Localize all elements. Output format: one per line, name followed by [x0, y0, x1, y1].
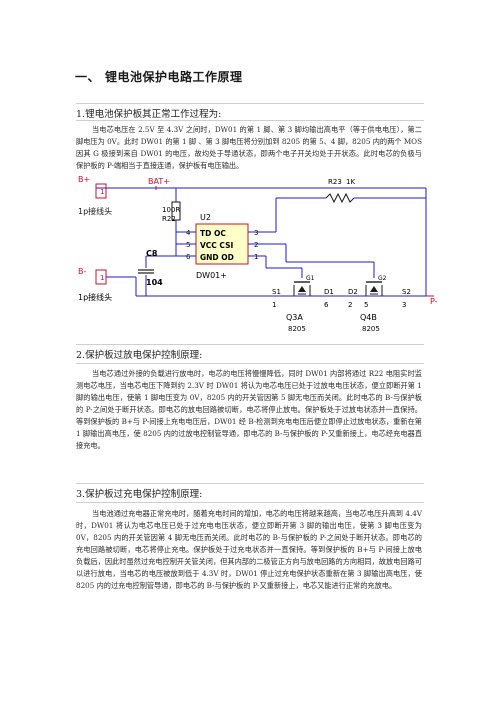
r22-name: R22	[162, 215, 176, 223]
r23-resistor	[325, 192, 355, 204]
r23-value: 1K	[346, 178, 355, 186]
b-plus-connector	[95, 183, 107, 199]
r22-value: 100R	[162, 206, 180, 214]
p-minus-label: P-	[430, 297, 438, 306]
s2-label: S2	[402, 288, 411, 296]
section3-title-box	[76, 483, 424, 503]
b-minus-pin: 1	[100, 274, 104, 282]
bat-plus-label: BAT+	[148, 177, 170, 186]
section1-title-rule	[76, 120, 424, 121]
ic-row1: TD OC	[200, 229, 226, 238]
g1-label: G1	[306, 275, 315, 282]
b-plus-pin: 1	[100, 188, 104, 196]
ic-pin2: 2	[254, 241, 258, 249]
q3a-label: Q3A	[286, 313, 303, 322]
ic-pin5: 5	[186, 241, 190, 249]
section2-title: 2.保护板过放电保护控制原理:	[76, 350, 203, 361]
node-2: 2	[348, 301, 352, 309]
b-minus-label: B-	[78, 267, 86, 276]
r23-name: R23	[328, 178, 342, 186]
ic-row3: GND OD	[200, 253, 234, 262]
q4b-part: 8205	[362, 325, 380, 333]
q3a-mosfet	[293, 281, 311, 296]
ic-part: DW01+	[196, 271, 227, 280]
section1-rule	[76, 103, 424, 104]
ic-pin3: 3	[254, 229, 258, 237]
node-3: 3	[402, 301, 406, 309]
ic-row2: VCC CSI	[200, 241, 233, 250]
q4b-label: Q4B	[360, 313, 377, 322]
section-heading: 一、锂电池保护电路工作原理	[75, 68, 243, 85]
section2-body: 当电芯通过外接的负载进行放电时，电芯的电压将慢慢降低，同时 DW01 内部将通过…	[76, 369, 422, 450]
d2-label: D2	[348, 288, 358, 296]
b-plus-label: B+	[78, 175, 90, 184]
b-minus-connector-name: 1p接线头	[78, 292, 112, 302]
section3-body: 当电池通过充电器正常充电时，随着充电时间的增加，电芯的电压将越来越高，当电芯电压…	[76, 509, 422, 590]
g2-label: G2	[378, 275, 387, 282]
heading-title: 锂电池保护电路工作原理	[105, 70, 243, 84]
c8-value: 104	[146, 278, 163, 287]
node-1: 1	[272, 301, 276, 309]
section2-title-box	[76, 344, 424, 364]
s1-label: S1	[272, 288, 281, 296]
q3a-part: 8205	[288, 325, 306, 333]
u2-label: U2	[200, 213, 211, 222]
ic-pin6: 6	[186, 253, 191, 261]
c8-name: C8	[146, 249, 158, 258]
ic-pin1: 1	[254, 253, 258, 261]
node-6: 6	[324, 301, 329, 309]
b-plus-connector-name: 1p接线头	[78, 206, 112, 216]
section3-title: 3.保护板过充电保护控制原理:	[76, 489, 203, 500]
d1-label: D1	[324, 288, 334, 296]
protection-circuit-schematic: BAT+ B+ 1 1p接线头 100R R22 U2 TD OC VCC CS…	[76, 170, 446, 345]
q4b-mosfet	[365, 281, 383, 296]
ic-pin4: 4	[186, 229, 191, 237]
node-5: 5	[364, 301, 368, 309]
section1-body: 当电芯电压在 2.5V 至 4.3V 之间时，DW01 的第 1 脚、第 3 脚…	[76, 125, 422, 170]
section1-title: 1.锂电池保护板其正常工作过程为:	[76, 109, 222, 120]
heading-number: 一、	[75, 70, 101, 84]
